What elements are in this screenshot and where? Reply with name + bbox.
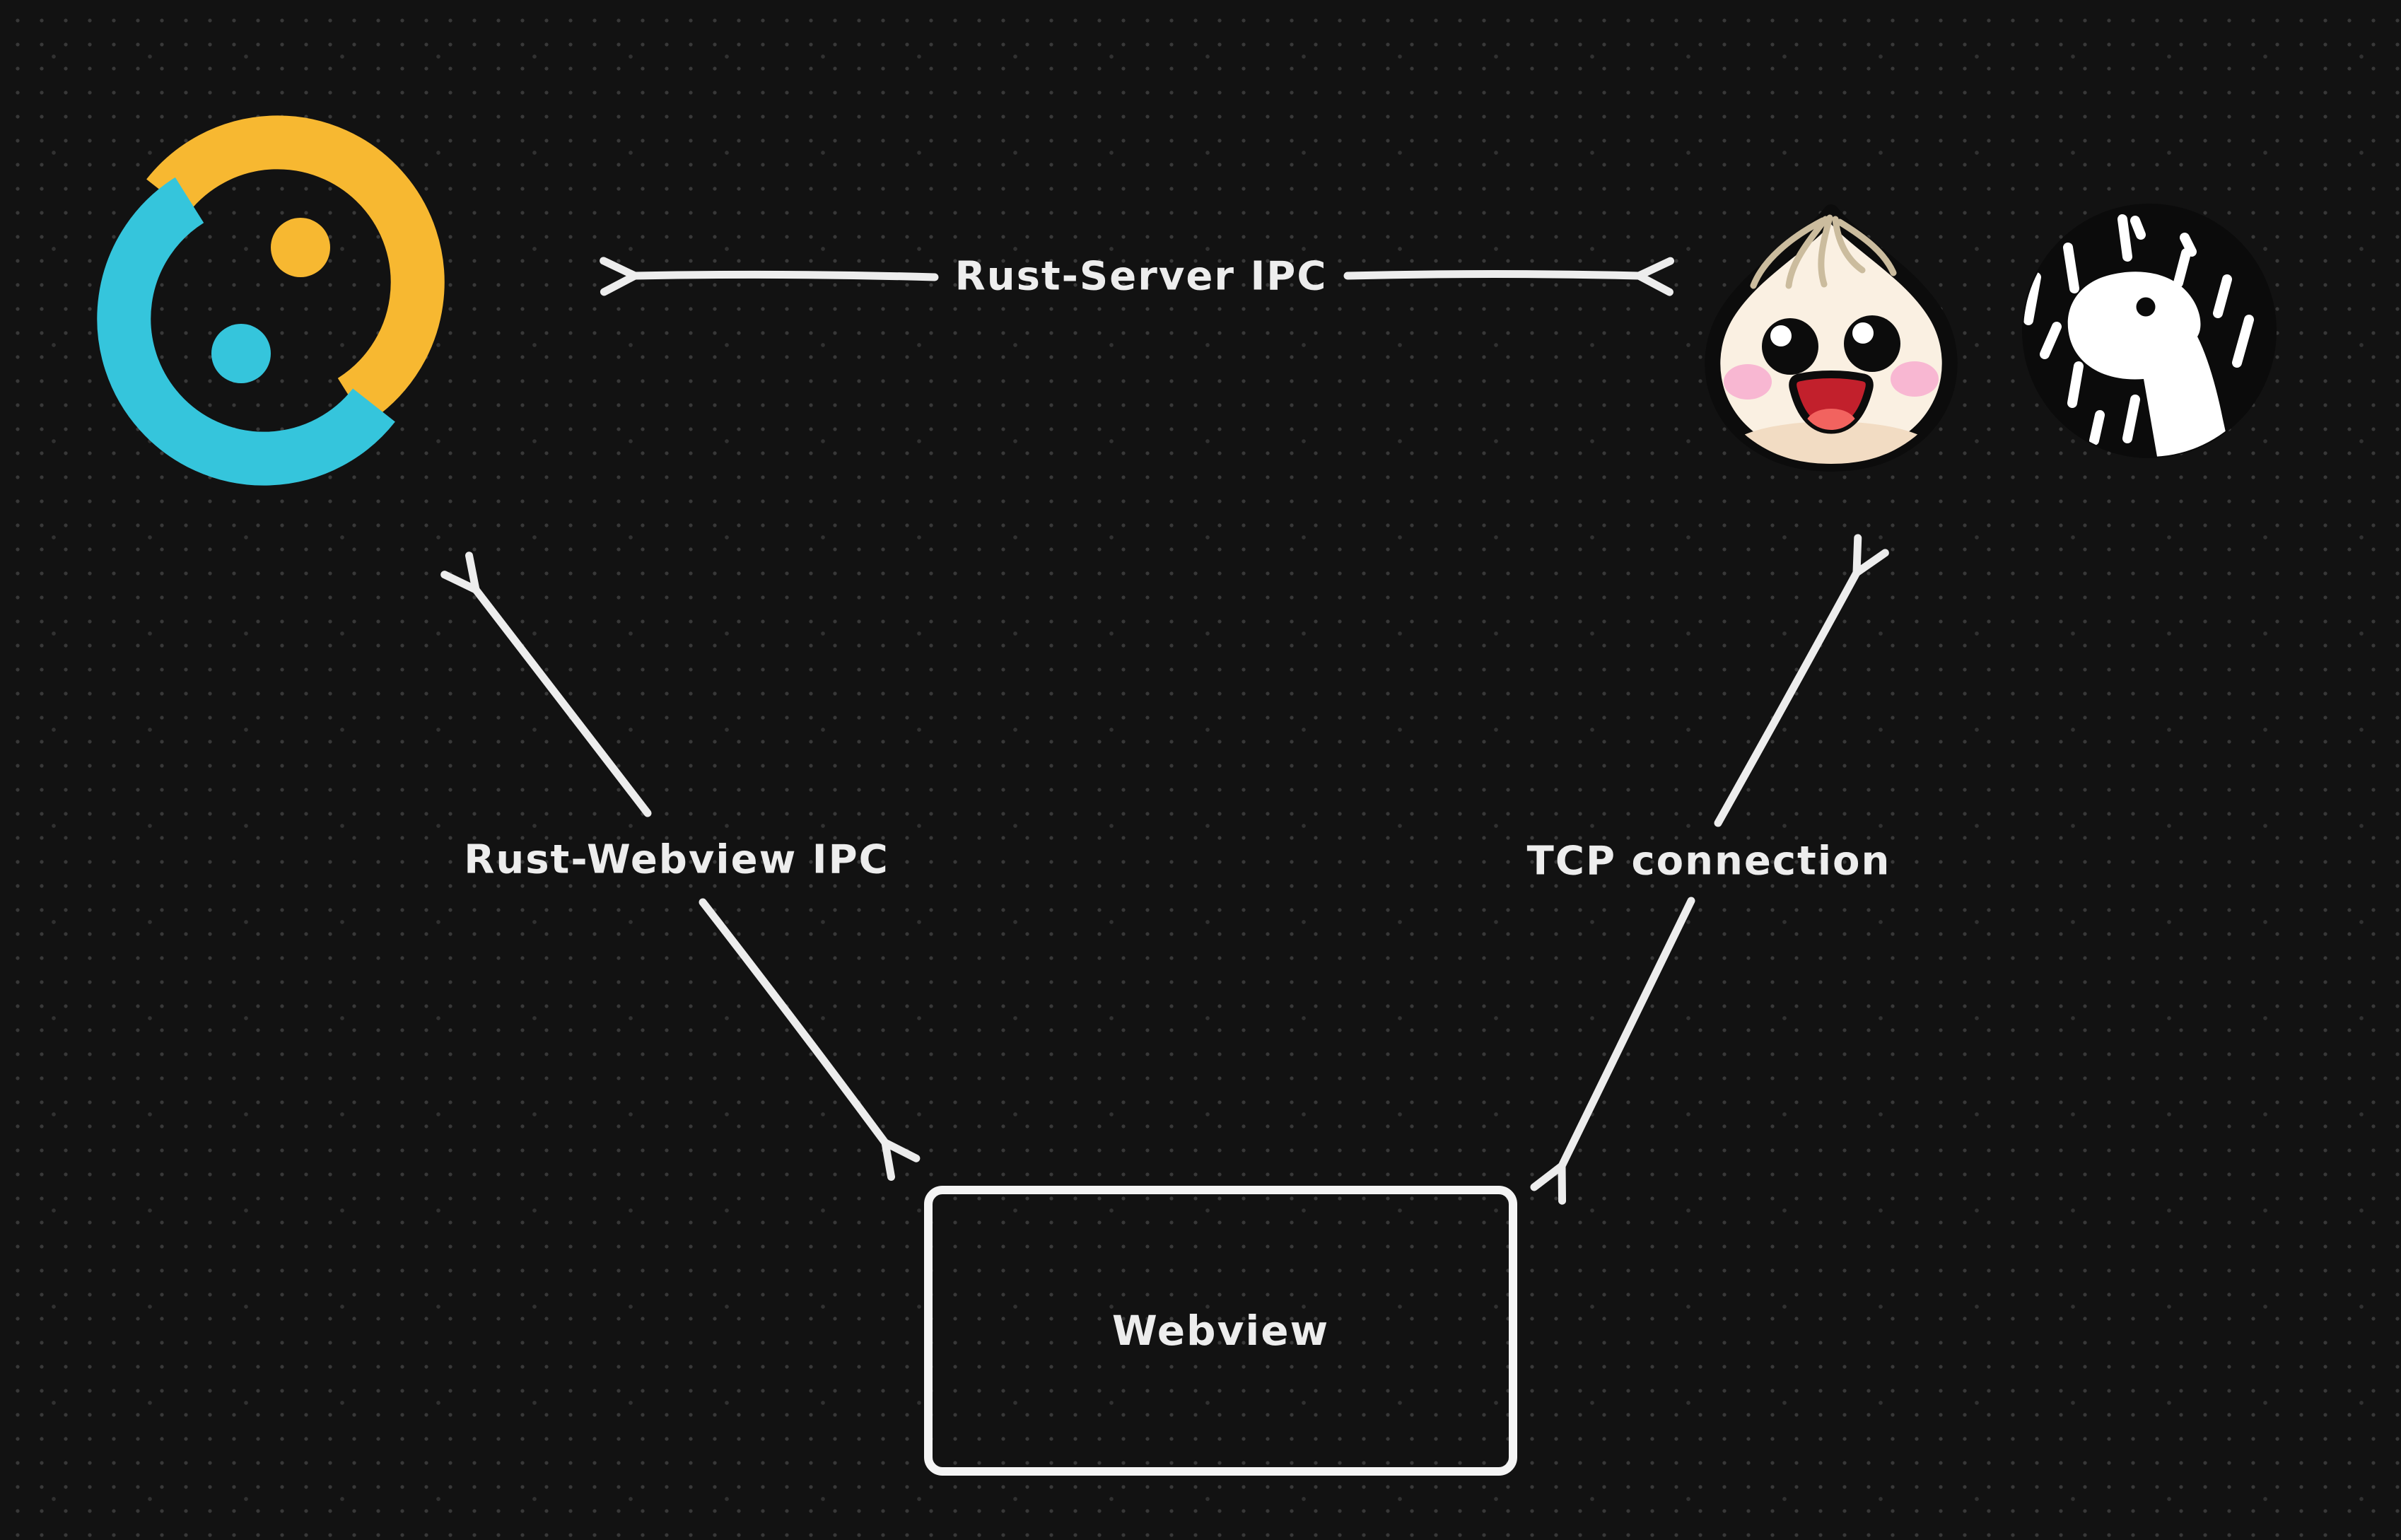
edge-label-rust-server-ipc: Rust-Server IPC xyxy=(954,253,1328,300)
webview-label: Webview xyxy=(1111,1307,1330,1355)
deno-logo-icon xyxy=(2022,204,2277,458)
rust-app-logo-icon xyxy=(97,115,445,486)
edge-label-rust-webview-ipc: Rust-Webview IPC xyxy=(464,836,889,883)
edge-label-tcp-connection: TCP connection xyxy=(1526,838,1891,885)
bun-logo-icon xyxy=(1705,204,1958,472)
webview-box: Webview xyxy=(924,1186,1517,1476)
